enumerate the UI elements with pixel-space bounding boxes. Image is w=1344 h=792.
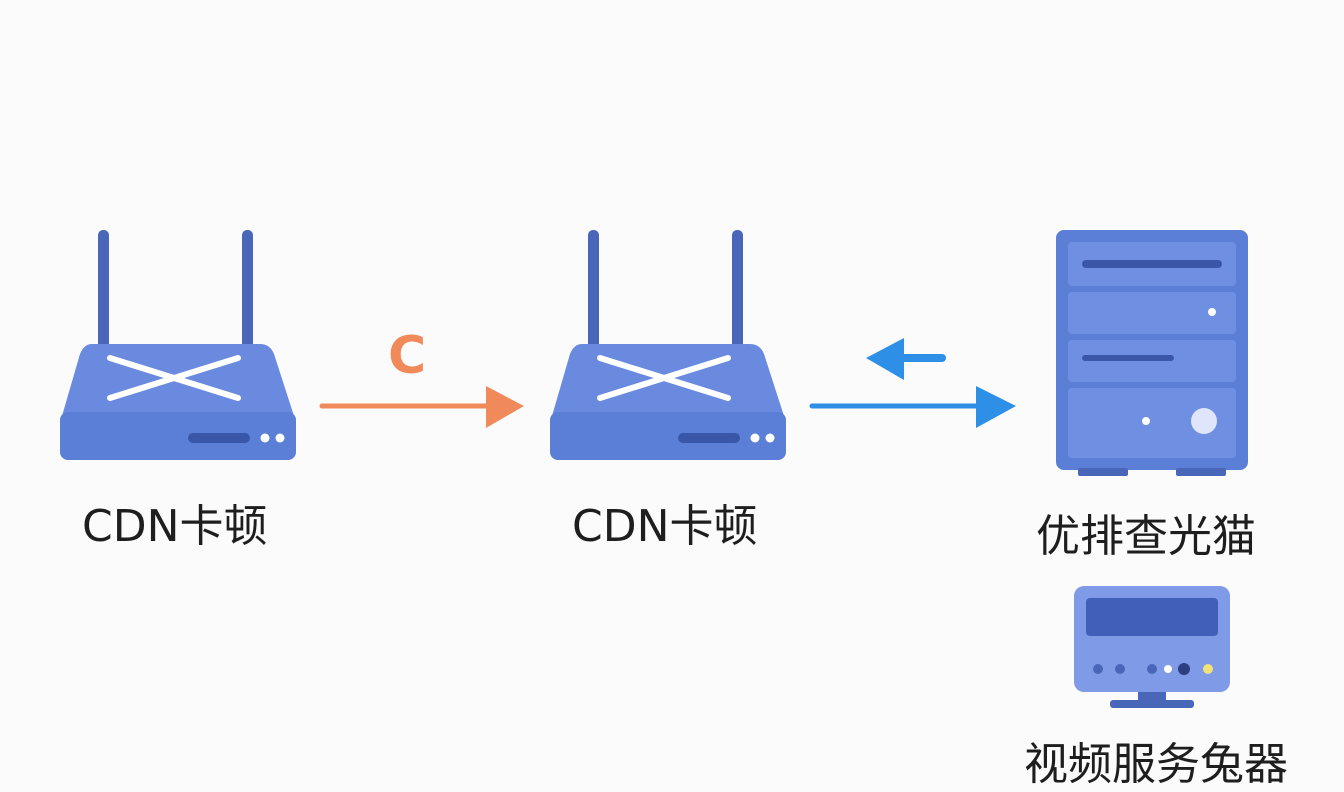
monitor-icon	[1074, 586, 1230, 708]
router-led	[260, 433, 270, 443]
monitor-button	[1147, 664, 1157, 674]
monitor-button	[1093, 664, 1103, 674]
orange-arrow	[319, 386, 524, 428]
node-label-router-middle: CDN卡顿	[572, 501, 758, 552]
router-antenna-left	[588, 230, 599, 350]
server-foot	[1078, 468, 1128, 476]
router-status-bar	[188, 433, 250, 443]
node-label-monitor-bottom: 视频服务兔器	[1024, 739, 1288, 790]
server-bay-slot	[1082, 260, 1222, 268]
router-antenna-right	[242, 230, 253, 350]
router-led	[765, 433, 775, 443]
router-led	[750, 433, 760, 443]
monitor-led	[1203, 664, 1213, 674]
router-front	[60, 412, 296, 460]
router-antenna-right	[732, 230, 743, 350]
server-bay	[1068, 292, 1236, 334]
server-led	[1208, 308, 1216, 316]
router-status-bar	[678, 433, 740, 443]
server-foot	[1176, 468, 1226, 476]
router-icon	[60, 230, 296, 460]
monitor-screen	[1086, 598, 1218, 636]
blue-arrow-forward	[809, 386, 1016, 428]
server-led	[1142, 417, 1150, 425]
server-power-button	[1191, 408, 1217, 434]
monitor-button	[1115, 664, 1125, 674]
blue-arrow-back	[866, 338, 946, 380]
router-antenna-left	[98, 230, 109, 350]
monitor-base	[1110, 700, 1194, 708]
router-icon	[550, 230, 786, 460]
edge-label-c: C	[388, 326, 427, 386]
monitor-led	[1164, 665, 1172, 673]
node-label-router-left: CDN卡顿	[82, 501, 268, 552]
server-bay-slot	[1082, 355, 1174, 361]
node-label-server-right: 优排查光猫	[1036, 511, 1256, 562]
server-bay	[1068, 388, 1236, 458]
router-x-mark	[597, 355, 731, 401]
monitor-stand	[1138, 692, 1166, 702]
server-icon	[1056, 230, 1248, 476]
monitor-button	[1178, 663, 1190, 675]
router-front	[550, 412, 786, 460]
router-led	[275, 433, 285, 443]
router-x-mark	[107, 355, 241, 401]
